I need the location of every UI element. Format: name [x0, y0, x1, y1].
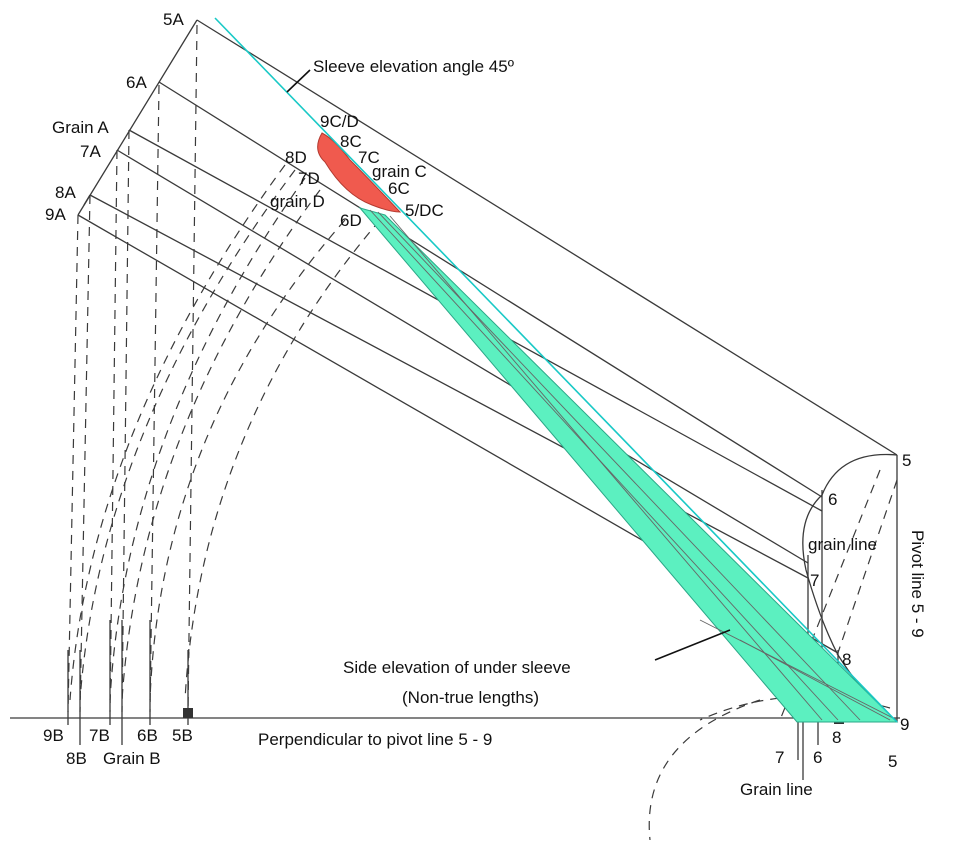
label-5dc: 5/DC — [405, 201, 444, 220]
label-grain-line-bottom: Grain line — [740, 780, 813, 799]
label-bottom-7: 7 — [775, 748, 784, 767]
label-8c: 8C — [340, 132, 362, 151]
label-5b: 5B — [172, 726, 193, 745]
square-5b-marker — [183, 708, 193, 718]
label-8d: 8D — [285, 148, 307, 167]
label-bottom-8: 8 — [832, 728, 841, 747]
label-7c: 7C — [358, 148, 380, 167]
label-7d: 7D — [298, 169, 320, 188]
label-side-elevation-1: Side elevation of under sleeve — [343, 658, 571, 677]
labels: Sleeve elevation angle 45º 5A 6A Grain A… — [43, 10, 927, 799]
label-9b: 9B — [43, 726, 64, 745]
label-7a: 7A — [80, 142, 101, 161]
a-edge-inner — [83, 194, 91, 206]
parallel-lines — [77, 19, 898, 654]
vertical-guide-lines — [67, 24, 198, 713]
label-6c: 6C — [388, 179, 410, 198]
label-7b: 7B — [89, 726, 110, 745]
label-side-elevation-2: (Non-true lengths) — [402, 688, 539, 707]
label-8a: 8A — [55, 183, 76, 202]
label-grain-line-right: grain line — [808, 535, 877, 554]
label-9cd: 9C/D — [320, 112, 359, 131]
side-elevation-pointer — [654, 629, 731, 661]
label-grain-b: Grain B — [103, 749, 161, 768]
label-sleeve-elevation: Sleeve elevation angle 45º — [313, 57, 514, 76]
label-pivot-line: Pivot line 5 - 9 — [908, 530, 927, 638]
a-edge-line — [77, 19, 198, 216]
label-5a: 5A — [163, 10, 184, 29]
label-6a: 6A — [126, 73, 147, 92]
label-perpendicular: Perpendicular to pivot line 5 - 9 — [258, 730, 492, 749]
under-sleeve-region — [358, 207, 899, 723]
label-right-6: 6 — [828, 490, 837, 509]
label-bottom-9: 9 — [900, 715, 909, 734]
label-grain-c: grain C — [372, 162, 427, 181]
label-right-8: 8 — [842, 650, 851, 669]
sleeve-elevation-line — [214, 17, 898, 723]
top-red-region — [317, 132, 402, 213]
label-6b: 6B — [137, 726, 158, 745]
label-8b: 8B — [66, 749, 87, 768]
label-grain-d: grain D — [270, 192, 325, 211]
label-right-7: 7 — [810, 571, 819, 590]
label-bottom-5: 5 — [888, 752, 897, 771]
dashed-arcs — [69, 164, 891, 841]
label-grain-a: Grain A — [52, 118, 109, 137]
elevation-pointer — [286, 69, 311, 93]
label-6d: 6D — [340, 211, 362, 230]
b-ticks — [67, 620, 189, 745]
label-bottom-6: 6 — [813, 748, 822, 767]
under-sleeve-inner-lines — [369, 209, 898, 721]
label-right-5: 5 — [902, 451, 911, 470]
label-9a: 9A — [45, 205, 66, 224]
